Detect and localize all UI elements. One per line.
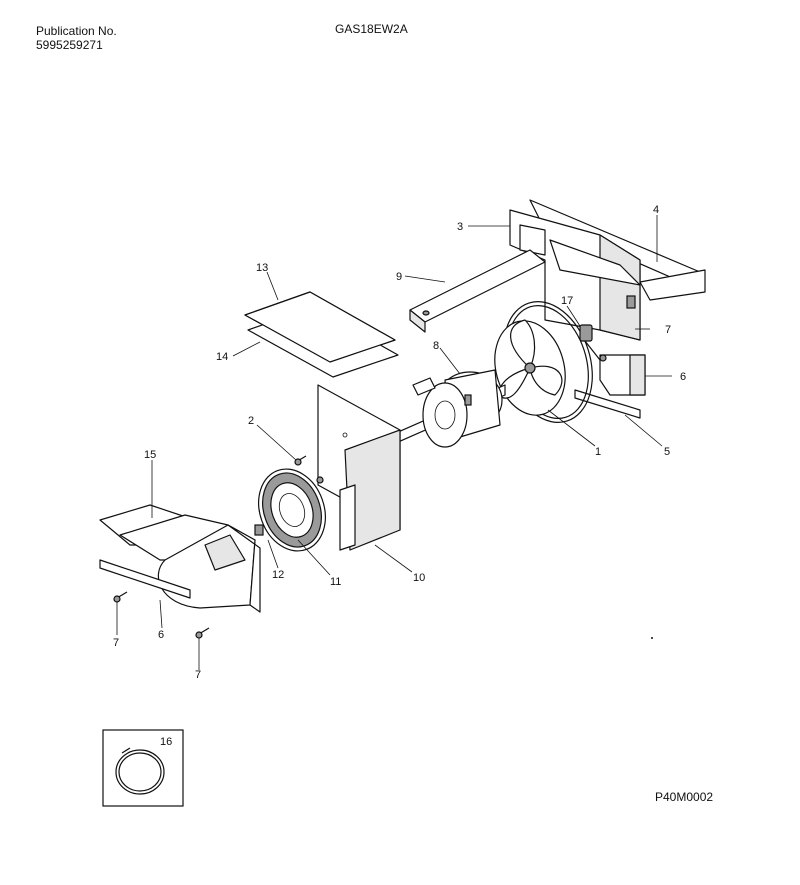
part-6-right-bracket — [599, 354, 646, 396]
diagram-code: P40M0002 — [655, 790, 714, 804]
callout-13: 13 — [256, 262, 268, 274]
part-10-partition — [317, 384, 401, 551]
condenser-fan-blade — [494, 319, 566, 416]
part-17-clip — [579, 324, 601, 361]
callout-14: 14 — [216, 351, 228, 363]
callout-7-right: 7 — [665, 324, 671, 336]
callout-15: 15 — [144, 449, 156, 461]
part-12-clamp — [254, 524, 264, 536]
publication-number: 5995259271 — [36, 38, 103, 52]
callout-9: 9 — [396, 271, 402, 283]
part-9-bar — [409, 249, 546, 333]
callout-10: 10 — [413, 572, 425, 584]
callout-7-left-a: 7 — [113, 637, 119, 649]
callout-2: 2 — [248, 415, 254, 427]
speck — [651, 637, 653, 639]
part-11-blower-wheel — [258, 468, 326, 552]
part-8-motor — [379, 369, 506, 451]
callout-5: 5 — [664, 446, 670, 458]
callout-leaders — [116, 215, 672, 670]
part-16-clamp-box — [102, 729, 184, 807]
callout-3: 3 — [457, 221, 463, 233]
part-15-scroll-housing — [99, 504, 261, 613]
callout-8: 8 — [433, 340, 439, 352]
callout-1: 1 — [595, 446, 601, 458]
publication-label: Publication No. — [36, 24, 117, 38]
model-number: GAS18EW2A — [335, 22, 408, 36]
part-3-housing — [509, 209, 641, 341]
callout-12: 12 — [272, 569, 284, 581]
callout-4: 4 — [653, 204, 659, 216]
callout-6-left: 6 — [158, 629, 164, 641]
callout-17: 17 — [561, 295, 573, 307]
part-2-screw — [294, 432, 348, 484]
part-5-rail — [574, 389, 641, 419]
callout-11: 11 — [330, 576, 341, 588]
callout-labels: 3 4 9 13 14 17 7 8 6 1 5 2 15 12 11 10 6… — [113, 204, 686, 748]
callout-6-right: 6 — [680, 371, 686, 383]
callout-16: 16 — [160, 736, 172, 748]
callout-7-left-b: 7 — [195, 669, 201, 681]
part-14-panel — [244, 291, 399, 378]
